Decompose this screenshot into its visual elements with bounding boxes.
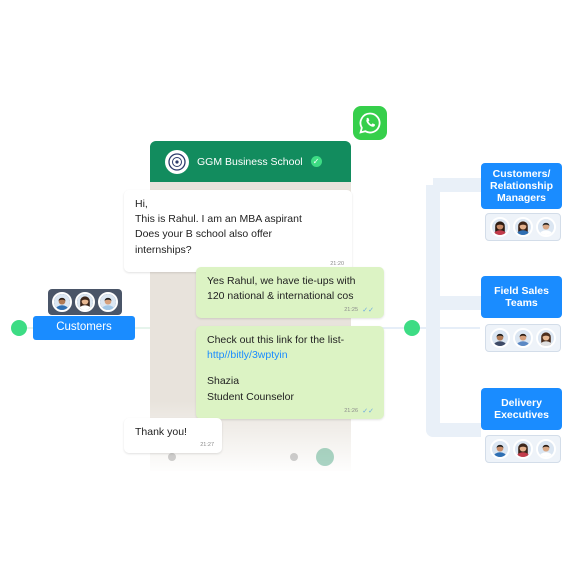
mic-icon[interactable] [316,448,334,466]
read-ticks-icon: ✓✓ [362,307,374,315]
whatsapp-logo-icon [353,106,387,140]
team-member-avatar [513,439,533,459]
message-time: 21:27 [200,442,214,449]
team-card-relationship-managers[interactable]: Customers/ Relationship Managers [481,163,562,209]
message-text: This is Rahul. I am an MBA aspirant [135,213,302,226]
message-time: 21:25 [344,307,358,314]
team-member-avatar [536,217,556,237]
customer-avatar [75,292,95,312]
message-bubble-incoming: Thank you! 21:27 [124,418,222,454]
message-bubble-outgoing: Yes Rahul, we have tie-ups with 120 nati… [196,267,384,319]
message-text: 120 national & international cos [207,290,354,303]
right-node-dot [404,320,420,336]
customers-button[interactable]: Customers [33,316,135,340]
message-link[interactable]: http//bitly/3wptyin [207,349,288,362]
school-logo-icon [165,149,189,174]
team-card-field-sales[interactable]: Field Sales Teams [481,276,562,318]
business-name: GGM Business School [197,155,303,168]
team-avatar-group [485,213,561,241]
message-input-bar[interactable] [168,448,334,466]
team-member-avatar [536,439,556,459]
message-text: internships? [135,243,192,256]
left-node-dot [11,320,27,336]
message-text: Yes Rahul, we have tie-ups with [207,275,356,287]
team-avatar-group [485,435,561,463]
message-signature-title: Student Counselor [207,390,294,403]
customer-avatar [52,292,72,312]
team-card-delivery-executives[interactable]: Delivery Executives [481,388,562,430]
customer-avatar [98,292,118,312]
chat-header: GGM Business School ✓ [150,141,351,182]
team-member-avatar [490,328,510,348]
team-member-avatar [513,217,533,237]
message-text: Hi, [135,198,148,210]
message-time: 21:26 [344,407,358,414]
customers-avatar-group [48,289,122,315]
team-member-avatar [490,439,510,459]
team-member-avatar [490,217,510,237]
message-signature-name: Shazia [207,375,240,388]
message-bubble-incoming: Hi, This is Rahul. I am an MBA aspirant … [124,190,352,272]
message-time: 21:20 [330,260,344,267]
team-member-avatar [536,328,556,348]
verified-check-icon: ✓ [310,156,322,167]
message-text: Check out this link for the list- [207,334,345,346]
message-text: Does your B school also offer [135,228,272,241]
team-avatar-group [485,324,561,352]
message-bubble-outgoing: Check out this link for the list- http//… [196,326,384,419]
team-member-avatar [513,328,533,348]
message-text: Thank you! [135,426,187,438]
read-ticks-icon: ✓✓ [362,407,374,415]
emoji-icon[interactable] [168,453,176,461]
attach-icon[interactable] [290,453,298,461]
